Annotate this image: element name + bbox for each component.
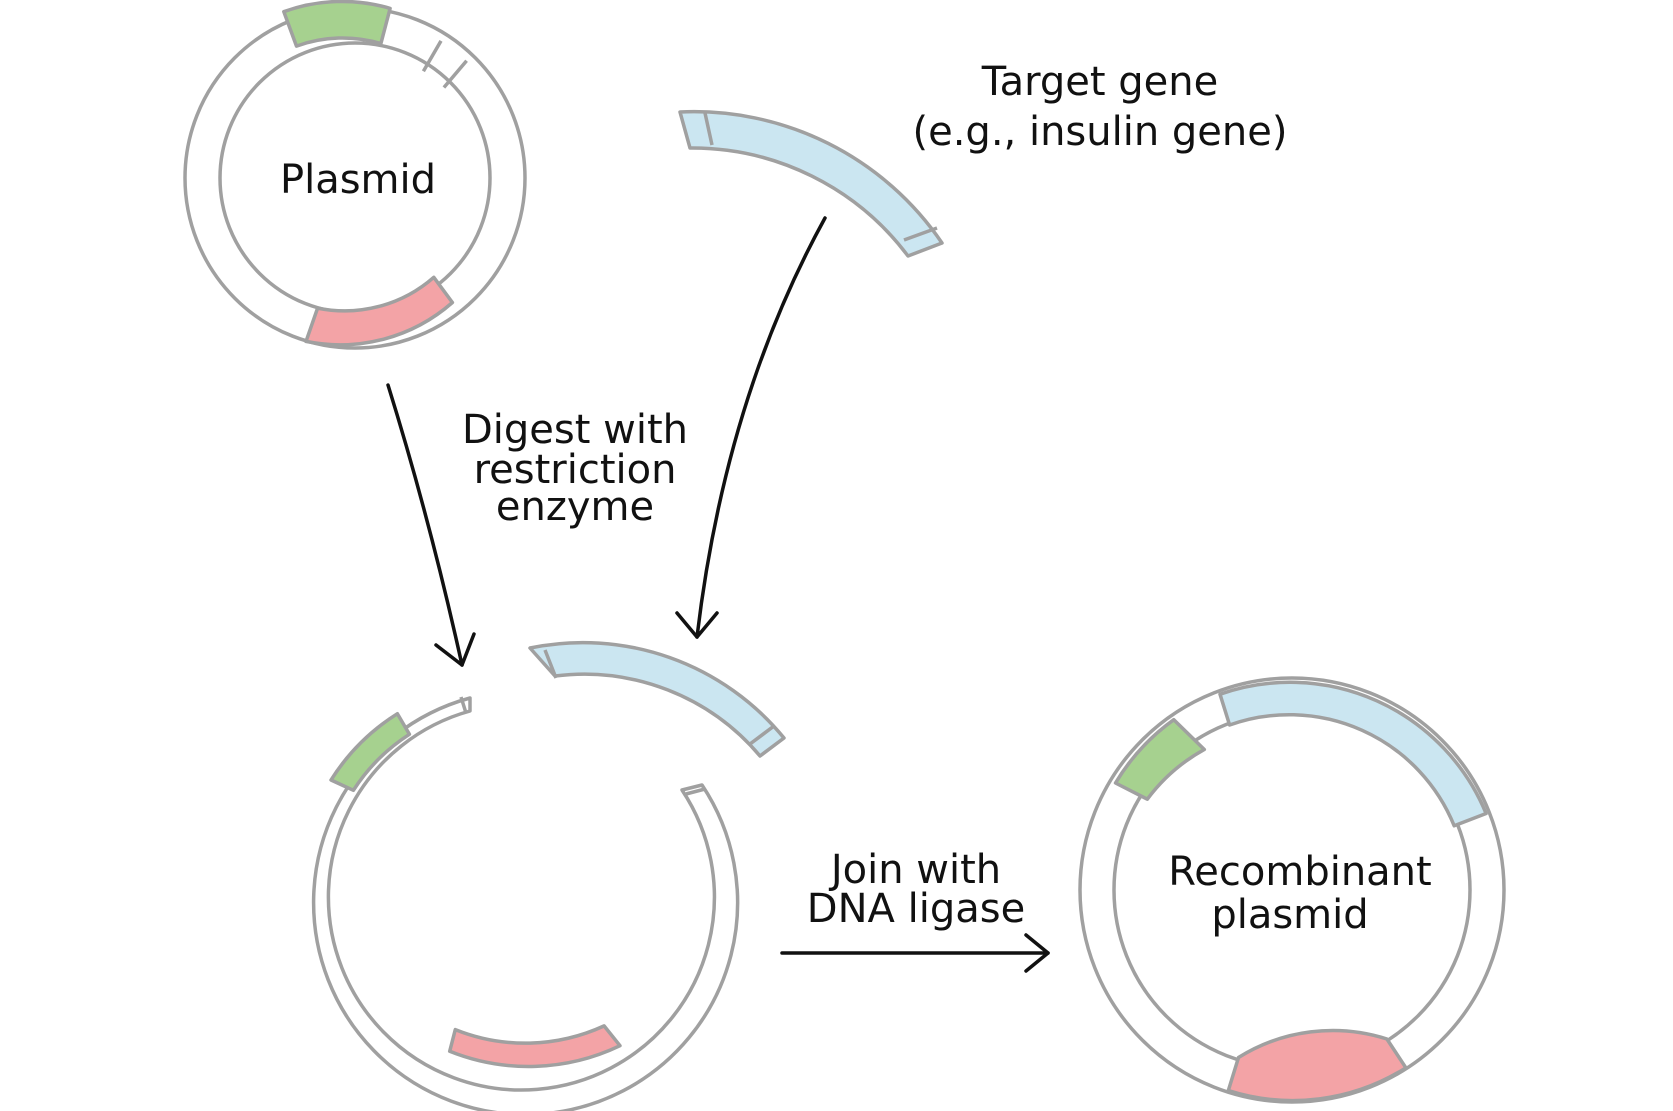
- recombinant-plasmid-ring: [1078, 676, 1506, 1104]
- target-gene-fragment: [678, 109, 944, 258]
- plasmid-site-tick-2: [442, 59, 468, 89]
- target-gene-label-line2: (e.g., insulin gene): [913, 109, 1288, 155]
- plasmid-green-segment: [282, 0, 392, 48]
- cut-gene-body: [528, 640, 786, 758]
- digest-label-line3: enzyme: [496, 484, 654, 530]
- opened-plasmid: [311, 696, 740, 1111]
- recombinant-label-line2: plasmid: [1211, 892, 1368, 938]
- cut-gene-end-tick-2: [748, 724, 776, 746]
- digest-arrow-left-head: [434, 632, 476, 667]
- opened-plasmid-red-segment: [447, 1024, 622, 1069]
- recombinant-blue-segment: [1218, 680, 1488, 828]
- digest-label-line1: Digest with: [462, 407, 688, 453]
- plasmid-ring: [183, 0, 527, 350]
- opened-plasmid-end-tick-2: [685, 787, 706, 796]
- recombinant-label-line1: Recombinant: [1168, 849, 1431, 895]
- digest-arrow-right-head: [675, 611, 719, 639]
- opened-plasmid-green-segment: [329, 711, 412, 793]
- plasmid-red-segment: [304, 275, 455, 347]
- digest-arrow-right: [695, 216, 827, 639]
- plasmid-label: Plasmid: [280, 157, 436, 203]
- opened-plasmid-end-tick-1: [459, 696, 468, 714]
- target-gene-end-tick-1: [703, 112, 714, 146]
- digest-arrow-left: [386, 383, 464, 667]
- target-gene-end-tick-2: [903, 226, 938, 242]
- recombinant-green-segment: [1113, 717, 1207, 801]
- recombinant-ring-body: [1078, 676, 1506, 1104]
- plasmid-site-tick-1: [421, 40, 443, 73]
- target-gene-label-line1: Target gene: [981, 59, 1218, 105]
- join-label-line2: DNA ligase: [807, 886, 1025, 932]
- plasmid-ring-body: [183, 6, 527, 350]
- join-label-line1: Join with: [828, 847, 1001, 893]
- cut-gene-end-tick-1: [543, 649, 558, 679]
- target-gene-body: [678, 109, 944, 258]
- join-arrow-head: [1024, 933, 1050, 973]
- digest-label-line2: restriction: [474, 447, 677, 493]
- recombinant-red-segment: [1226, 1028, 1408, 1103]
- cut-gene-fragment: [528, 640, 786, 758]
- opened-plasmid-ring: [311, 696, 740, 1111]
